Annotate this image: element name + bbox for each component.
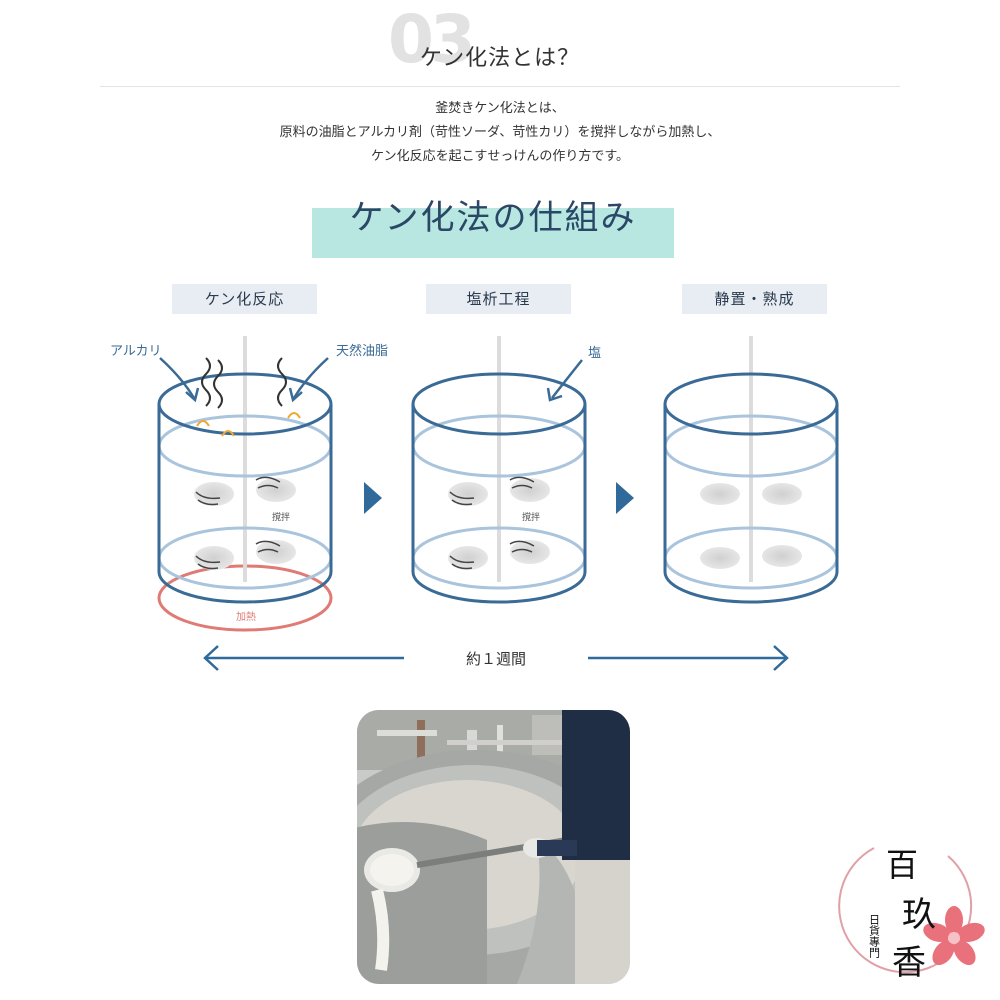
factory-photo [357,710,630,984]
soap-kettle-photo [357,710,630,984]
logo-char-3: 香 [892,943,926,983]
label-stir-1: 撹拌 [272,511,290,523]
label-stir-2: 撹拌 [522,511,540,523]
logo-char-2: 玖 [902,895,936,935]
step-arrow-1 [364,482,382,514]
label-alkali: アルカリ [110,344,161,359]
step-arrow-2 [616,482,634,514]
mechanism-title: ケン化法の仕組み [349,198,637,238]
tank-saponification [157,336,333,632]
logo-subtitle: 日貨專門 [868,914,881,959]
saponification-diagram: アルカリ 天然油脂 撹拌 加熱 塩 撹拌 [110,336,839,671]
section-number: 03 [388,1,476,78]
brand-logo: 百 玖 香 日貨專門 [838,840,988,985]
sakura-icon [923,906,985,966]
duration-label: 約１週間 [466,650,526,668]
intro-line-3: ケン化反応を起こすせっけんの作り方です。 [370,149,630,164]
label-heat: 加熱 [236,610,256,623]
section-title: ケン化法とは？ [419,46,581,71]
header-divider [100,86,900,87]
tank-salting-out [411,336,587,604]
intro-line-1: 釜焚きケン化法とは、 [435,101,565,116]
tank-aging [663,336,839,604]
intro-line-2: 原料の油脂とアルカリ剤（苛性ソーダ、苛性カリ）を撹拌しながら加熱し、 [279,125,721,140]
label-oil: 天然油脂 [336,343,388,359]
logo-char-1: 百 [886,846,918,884]
duration-arrow [203,645,789,671]
label-salt: 塩 [588,346,601,361]
title-highlight-band [312,208,674,258]
step-label-aging: 静置・熟成 [682,284,827,314]
step-label-salting-out: 塩析工程 [426,284,571,314]
step-label-saponification: ケン化反応 [172,284,317,314]
brand-logo-mark: 百 玖 香 日貨專門 [838,846,985,983]
